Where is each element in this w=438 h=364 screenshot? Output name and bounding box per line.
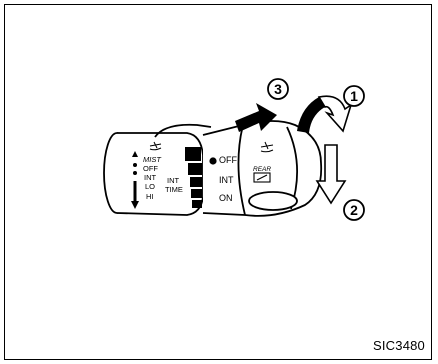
mark-bar	[134, 181, 137, 201]
callout-2: 2	[344, 200, 364, 220]
figure-frame: MIST OFF INT LO HI INT TIME OFF INT ON R…	[4, 4, 432, 360]
int-block	[185, 147, 201, 161]
int-block	[190, 177, 202, 187]
int-time-label-time: TIME	[165, 185, 183, 194]
front-mark-hi: HI	[146, 192, 154, 201]
rear-mark-int: INT	[219, 175, 234, 185]
selector-dot	[209, 157, 216, 164]
svg-text:2: 2	[350, 202, 358, 218]
figure-id-label: SIC3480	[373, 338, 425, 353]
rear-switch-label: REAR	[253, 166, 271, 173]
front-mark-int: INT	[144, 173, 157, 182]
int-time-label-int: INT	[167, 176, 180, 185]
front-mark-off: OFF	[143, 164, 158, 173]
rear-mark-on: ON	[219, 193, 233, 203]
front-mark-lo: LO	[145, 182, 155, 191]
svg-text:1: 1	[350, 88, 358, 104]
int-block	[191, 189, 202, 198]
rotation-arrow-tail	[297, 97, 325, 133]
callout-3: 3	[268, 79, 288, 99]
lever-window	[249, 192, 297, 210]
mark-dot	[133, 171, 137, 175]
rear-mark-off: OFF	[219, 155, 237, 165]
front-mark-mist: MIST	[143, 155, 162, 164]
int-block	[192, 200, 202, 208]
callout-1: 1	[344, 86, 364, 106]
svg-text:3: 3	[274, 81, 282, 97]
wiper-lever-illustration: MIST OFF INT LO HI INT TIME OFF INT ON R…	[5, 5, 433, 361]
int-block	[188, 163, 202, 175]
mark-dot	[133, 163, 137, 167]
